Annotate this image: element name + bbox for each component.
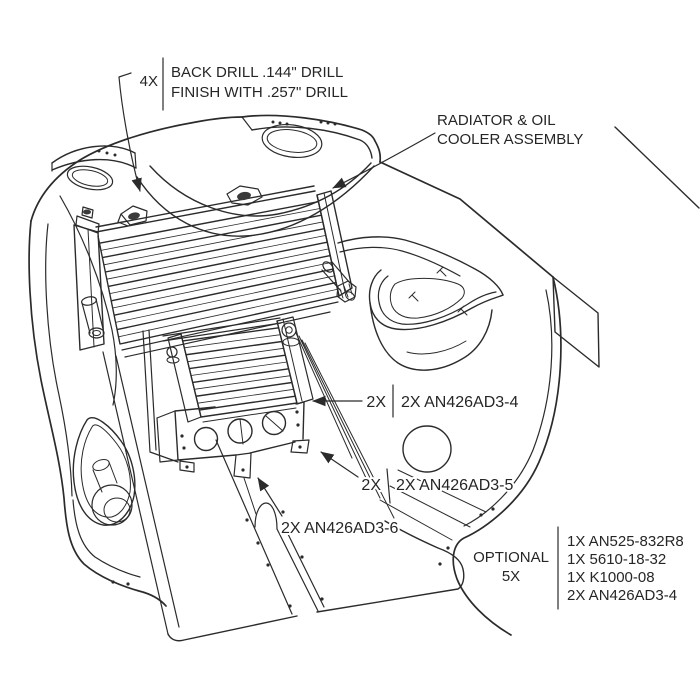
radiator-mount-bracket-left <box>117 205 148 227</box>
optional-part-2: 1X 5610-18-32 <box>567 551 666 568</box>
left-exhaust-duct <box>72 417 136 526</box>
leader-lines <box>118 72 436 517</box>
callouts: 4X BACK DRILL .144" DRILL FINISH WITH .2… <box>138 57 686 610</box>
oil-cooler-fitting-right <box>281 322 300 347</box>
side-flap-panel <box>552 276 600 368</box>
cowling-outline <box>28 114 700 636</box>
optional-part-3: 1X K1000-08 <box>567 569 655 586</box>
back-drill-line1: BACK DRILL .144" DRILL <box>171 64 343 81</box>
oil-cooler-fitting-left <box>166 346 180 364</box>
tray-foot-left <box>179 460 195 473</box>
right-vent-slot <box>261 124 323 158</box>
lightening-hole-1 <box>193 426 219 452</box>
filler-pipe <box>81 296 105 339</box>
right-intake-duct <box>337 236 504 371</box>
floor-rivet-dots <box>111 507 495 608</box>
cowl-inlet-lips <box>51 116 373 191</box>
leader-back-drill <box>118 72 142 192</box>
leader-ad3-6 <box>257 477 283 517</box>
lip-rivet-dots <box>97 120 337 157</box>
seam-relief-slot <box>254 502 278 530</box>
optional-part-1: 1X AN525-832R8 <box>567 533 684 550</box>
tray-ear-right <box>290 439 310 454</box>
ad3-5-divider <box>386 468 391 504</box>
radiator-label-line2: COOLER ASSEMBLY <box>437 131 583 148</box>
ad3-4-part: 2X AN426AD3-4 <box>401 394 519 411</box>
radiator <box>73 185 357 358</box>
outlet-elbow <box>321 261 357 303</box>
lightening-hole-3 <box>261 410 287 436</box>
ad3-4-qty: 2X <box>366 394 386 411</box>
optional-label: OPTIONAL <box>473 549 549 566</box>
fuselage-edge-line <box>614 126 700 209</box>
back-drill-qty: 4X <box>140 73 158 90</box>
leader-radiator <box>332 132 436 189</box>
duct-opening <box>389 277 465 319</box>
ad3-5-part: 2X AN426AD3-5 <box>396 477 514 494</box>
leader-ad3-5 <box>320 451 359 478</box>
floor-fan-lines <box>243 332 487 541</box>
back-drill-line2: FINISH WITH .257" DRILL <box>171 84 348 101</box>
radiator-label-line1: RADIATOR & OIL <box>437 112 556 129</box>
tray-tab-center <box>233 452 252 479</box>
floor-lightening-hole <box>402 425 452 473</box>
floor-panels <box>102 332 495 642</box>
optional-qty: 5X <box>502 568 520 585</box>
radiator-fins <box>99 201 338 338</box>
ad3-6-part: 2X AN426AD3-6 <box>281 520 399 537</box>
oil-cooler <box>142 316 314 463</box>
optional-part-4: 2X AN426AD3-4 <box>567 587 677 604</box>
oil-cooler-fins <box>182 327 296 411</box>
cooler-mount-tray <box>156 401 310 479</box>
radiator-mount-bracket-right <box>226 185 263 206</box>
ad3-5-qty: 2X <box>361 477 381 494</box>
exhaust-pipe <box>91 484 133 526</box>
left-vent-slot <box>66 165 114 191</box>
panel-seam-left <box>215 439 293 615</box>
